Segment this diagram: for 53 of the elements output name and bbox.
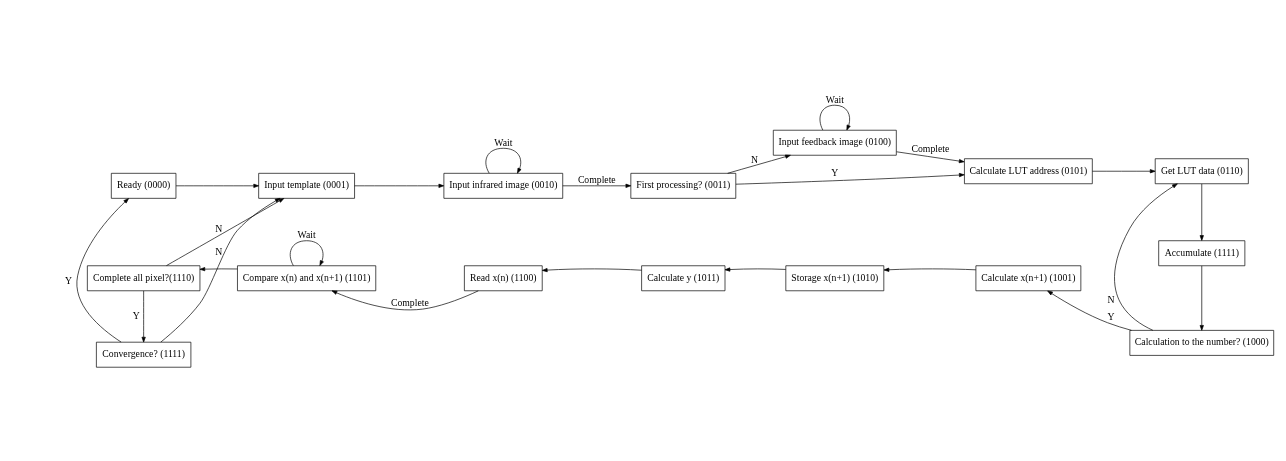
node-box: Get LUT data (0110) <box>1154 157 1249 184</box>
arrow <box>1199 183 1204 241</box>
edge-label: N <box>751 153 759 165</box>
node-box: Calculation to the number? (1000) <box>1129 329 1275 356</box>
node-box: Storage x(n+1) (1010) <box>785 264 885 291</box>
arrow <box>1199 265 1204 331</box>
edge-label: N <box>1107 293 1115 305</box>
node-box: First processing? (0011) <box>630 172 737 199</box>
edge-label: Complete <box>577 173 616 185</box>
node-box: Input feedback image (0100) <box>772 129 897 156</box>
node-box: Complete all pixel?(1110) <box>87 264 201 291</box>
node-box: Calculate x(n+1) (1001) <box>975 264 1082 291</box>
arrow <box>1047 290 1132 331</box>
arrow <box>76 197 129 342</box>
arrow <box>1092 168 1156 173</box>
edge-label: Wait <box>825 93 844 105</box>
arrow <box>819 104 851 130</box>
edge-label: Complete <box>911 142 950 154</box>
arrow <box>331 289 479 310</box>
arrow <box>896 150 965 163</box>
arrow <box>883 267 977 272</box>
arrow <box>141 290 146 342</box>
edge-label: Y <box>831 166 839 178</box>
node-box: Accumulate (1111) <box>1158 239 1246 266</box>
arrow <box>160 197 281 342</box>
arrow <box>354 183 445 188</box>
edge-label: Wait <box>494 136 513 148</box>
arrow <box>166 197 285 266</box>
edge-label: Y <box>132 309 140 321</box>
node-box: Ready (0000) <box>110 172 177 199</box>
node-box: Compare x(n) and x(n+1) (1101) <box>237 264 377 291</box>
edge-label: N <box>215 222 223 234</box>
arrow <box>562 183 632 188</box>
edge-label: Y <box>1107 310 1115 322</box>
node-box: Read x(n) (1100) <box>464 264 543 291</box>
arrow <box>1114 182 1178 331</box>
node-box: Calculate LUT address (0101) <box>964 157 1093 184</box>
arrow <box>199 266 238 271</box>
arrow <box>727 154 791 174</box>
edge-label: Wait <box>297 228 316 240</box>
node-box: Calculate y (1011) <box>641 264 726 291</box>
arrow <box>735 172 965 185</box>
node-box: Convergence? (1111) <box>96 341 192 368</box>
node-box: Input template (0001) <box>258 172 355 199</box>
edge-label: N <box>215 245 223 257</box>
edge-label: Complete <box>390 296 429 307</box>
arrow <box>485 147 522 173</box>
edge-label: Y <box>65 274 73 286</box>
node-box: Input infrared image (0010) <box>443 172 564 199</box>
arrow <box>724 266 787 272</box>
arrow <box>289 239 324 266</box>
arrow <box>541 267 642 272</box>
arrow <box>175 183 259 188</box>
